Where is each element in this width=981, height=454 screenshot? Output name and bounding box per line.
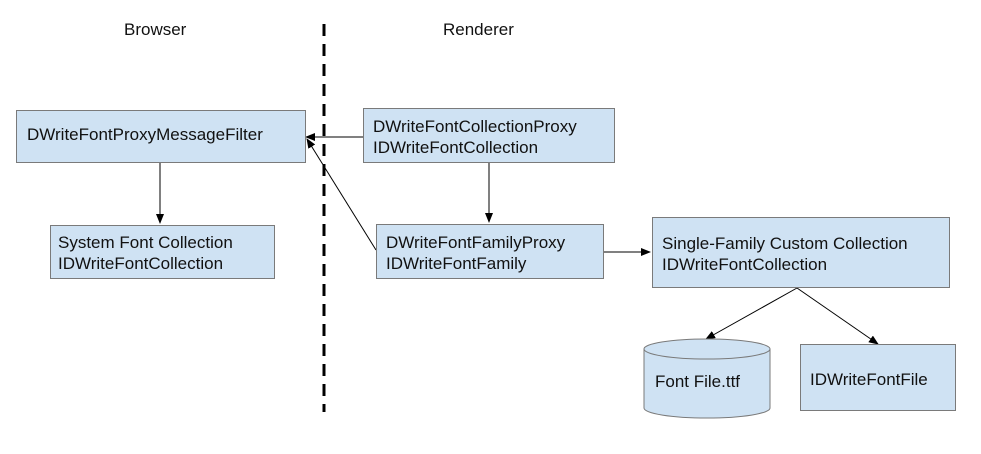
edge-custom-collection-to-font-store xyxy=(705,287,798,340)
font-file-interface-label: IDWriteFontFile xyxy=(810,370,928,389)
family-proxy-interface: IDWriteFontFamily xyxy=(386,254,527,273)
collection-proxy-interface: IDWriteFontCollection xyxy=(373,138,539,157)
font-file-store-label: Font File.ttf xyxy=(655,372,741,391)
system-collection-box: System Font Collection IDWriteFontCollec… xyxy=(50,225,275,279)
system-collection-interface: IDWriteFontCollection xyxy=(58,254,224,273)
custom-collection-title: Single-Family Custom Collection xyxy=(662,234,908,253)
system-collection-title: System Font Collection xyxy=(58,233,233,252)
family-proxy-title: DWriteFontFamilyProxy xyxy=(386,233,566,252)
message-filter-box: DWriteFontProxyMessageFilter xyxy=(16,110,306,163)
font-file-interface-box: IDWriteFontFile xyxy=(800,344,956,411)
edge-family-proxy-to-filter xyxy=(306,138,377,251)
custom-collection-box: Single-Family Custom Collection IDWriteF… xyxy=(652,217,950,288)
family-proxy-box: DWriteFontFamilyProxy IDWriteFontFamily xyxy=(376,224,604,279)
font-file-cylinder xyxy=(643,338,771,419)
renderer-header: Renderer xyxy=(443,20,514,39)
collection-proxy-box: DWriteFontCollectionProxy IDWriteFontCol… xyxy=(363,108,615,163)
edge-custom-collection-to-font-file xyxy=(796,287,879,345)
browser-header: Browser xyxy=(124,20,187,39)
message-filter-label: DWriteFontProxyMessageFilter xyxy=(27,125,263,144)
collection-proxy-title: DWriteFontCollectionProxy xyxy=(373,117,577,136)
custom-collection-interface: IDWriteFontCollection xyxy=(662,255,828,274)
